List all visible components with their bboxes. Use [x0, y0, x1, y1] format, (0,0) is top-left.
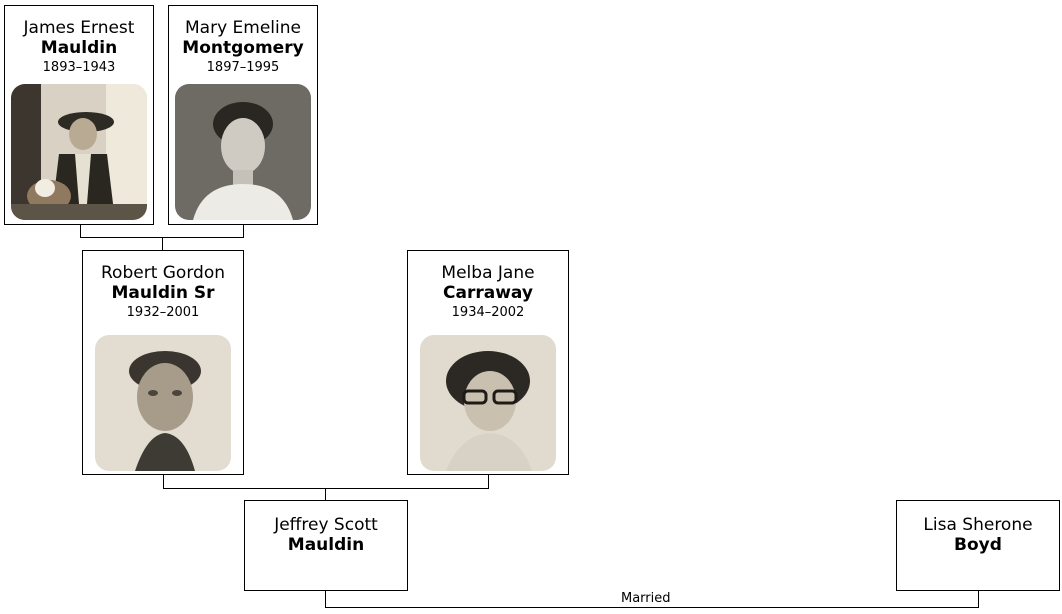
surname: Montgomery	[182, 38, 304, 58]
life-dates: 1893–1943	[42, 60, 116, 75]
person-card-robert-mauldin[interactable]: Robert Gordon Mauldin Sr 1932–2001	[82, 250, 244, 475]
given-name: Jeffrey Scott	[274, 515, 378, 535]
person-card-lisa-boyd[interactable]: Lisa Sherone Boyd	[896, 500, 1060, 591]
given-name: Lisa Sherone	[923, 515, 1033, 535]
given-name: Melba Jane	[441, 263, 535, 283]
given-name: Robert Gordon	[101, 263, 225, 283]
portrait-photo	[95, 335, 231, 471]
portrait-photo	[175, 84, 311, 220]
person-card-james-mauldin[interactable]: James Ernest Mauldin 1893–1943	[4, 5, 154, 225]
portrait-photo	[420, 335, 556, 471]
surname: Boyd	[954, 535, 1002, 555]
marriage-connector	[978, 591, 979, 607]
portrait-photo	[11, 84, 147, 220]
parents-connector-gen2	[488, 475, 489, 488]
married-label: Married	[621, 591, 671, 606]
person-card-jeffrey-mauldin[interactable]: Jeffrey Scott Mauldin	[244, 500, 408, 591]
child-connector-gen2	[325, 488, 326, 500]
parents-connector-gen2	[163, 475, 164, 488]
life-dates: 1932–2001	[126, 305, 200, 320]
surname: Mauldin Sr	[111, 283, 215, 303]
parents-connector-gen2	[163, 488, 489, 489]
person-card-mary-montgomery[interactable]: Mary Emeline Montgomery 1897–1995	[168, 5, 318, 225]
parents-connector-gen1	[243, 225, 244, 237]
life-dates: 1934–2002	[451, 305, 525, 320]
given-name: Mary Emeline	[185, 18, 301, 38]
surname: Carraway	[443, 283, 533, 303]
child-connector-gen1	[162, 237, 163, 250]
surname: Mauldin	[40, 38, 118, 58]
marriage-connector	[325, 591, 326, 607]
life-dates: 1897–1995	[206, 60, 280, 75]
marriage-connector	[325, 607, 979, 608]
parents-connector-gen1	[80, 225, 81, 237]
person-card-melba-carraway[interactable]: Melba Jane Carraway 1934–2002	[407, 250, 569, 475]
given-name: James Ernest	[23, 18, 135, 38]
surname: Mauldin	[287, 535, 365, 555]
